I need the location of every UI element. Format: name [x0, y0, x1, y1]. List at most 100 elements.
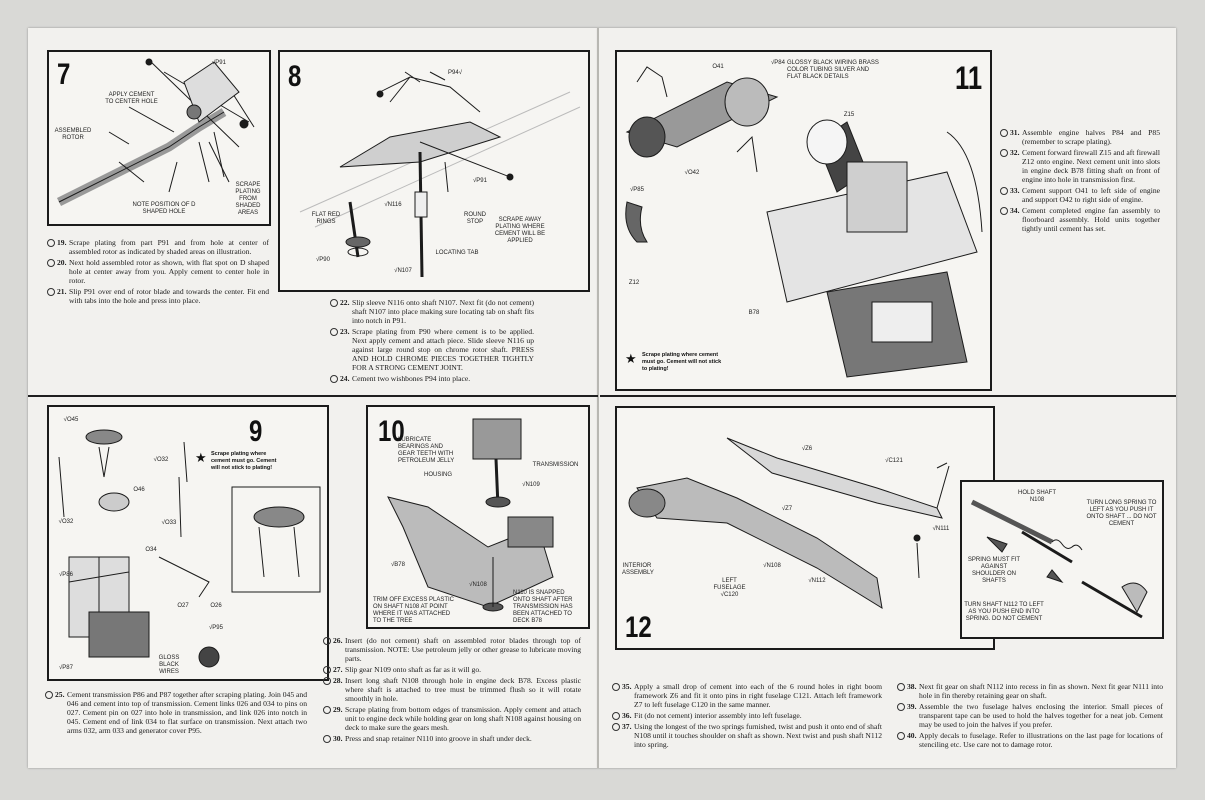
instruction-item: 28.Insert long shaft N108 through hole i… [323, 676, 581, 703]
checkbox-icon[interactable] [323, 735, 331, 743]
step-11-panel: 11 O41 √P84 GLOSSY BLACK WIRING BRASS CO… [615, 50, 992, 391]
label-o32-left: √O32 [58, 519, 74, 525]
label-z7: √Z7 [781, 506, 793, 512]
checkbox-icon[interactable] [323, 706, 331, 714]
step-number: 11 [955, 60, 983, 96]
checkbox-icon[interactable] [1000, 149, 1008, 157]
label-apply-cement: APPLY CEMENT TO CENTER HOLE [105, 92, 158, 105]
instructions-25: 25.Cement transmission P86 and P87 toget… [45, 690, 307, 737]
checkbox-icon[interactable] [330, 328, 338, 336]
instruction-item: 36.Fit (do not cement) interior assembly… [612, 711, 882, 720]
label-o27: O27 [177, 603, 189, 609]
label-n110: N110 IS SNAPPED ONTO SHAFT AFTER TRANSMI… [513, 590, 573, 624]
instruction-item: 24.Cement two wishbones P94 into place. [330, 374, 534, 383]
step-number: 9 [249, 415, 263, 448]
step-8-panel: 8 P94√ √P91 FLAT RED RINGS √N116 ROUND S… [278, 50, 590, 292]
checkbox-icon[interactable] [330, 375, 338, 383]
label-z15: Z15 [843, 112, 855, 118]
label-n109: √N109 [522, 482, 540, 488]
step-number: 12 [625, 611, 652, 644]
label-z6: √Z6 [801, 446, 813, 452]
instructions-38-40: 38.Next fit gear on shaft N112 into rece… [897, 682, 1163, 751]
instructions-19-21: 19.Scrape plating from part P91 and from… [47, 238, 269, 307]
label-p86: √P86 [59, 572, 73, 578]
label-lubricate: LUBRICATE BEARINGS AND GEAR TEETH WITH P… [398, 437, 455, 464]
checkbox-icon[interactable] [897, 703, 905, 711]
label-housing: HOUSING [423, 472, 452, 478]
checkbox-icon[interactable] [47, 288, 55, 296]
label-o33: √O33 [161, 520, 177, 526]
instruction-item: 31.Assemble engine halves P84 and P85 (r… [1000, 128, 1160, 146]
checkbox-icon[interactable] [1000, 129, 1008, 137]
instruction-item: 30.Press and snap retainer N110 into gro… [323, 734, 581, 743]
instruction-item: 35.Apply a small drop of cement into eac… [612, 682, 882, 709]
checkbox-icon[interactable] [897, 732, 905, 740]
label-assembled-rotor: ASSEMBLED ROTOR [54, 128, 92, 141]
checkbox-icon[interactable] [47, 239, 55, 247]
engine-deck-illustration [387, 418, 554, 612]
step-number: 8 [288, 60, 302, 93]
spring-shaft-illustration [970, 499, 1148, 619]
checkbox-icon[interactable] [323, 677, 331, 685]
label-o46: O46 [133, 487, 145, 493]
label-n112: √N112 [808, 578, 826, 584]
label-p91: √P91 [212, 60, 226, 66]
checkbox-icon[interactable] [323, 637, 331, 645]
instruction-item: 34.Cement completed engine fan assembly … [1000, 206, 1160, 233]
rotor-illustration [56, 58, 255, 207]
checkbox-icon[interactable] [612, 683, 620, 691]
instruction-item: 33.Cement support O41 to left side of en… [1000, 186, 1160, 204]
instruction-item: 26.Insert (do not cement) shaft on assem… [323, 636, 581, 663]
instructions-26-30: 26.Insert (do not cement) shaft on assem… [323, 636, 581, 745]
star-icon: ★ [195, 450, 207, 465]
instruction-item: 27.Slip gear N109 onto shaft as far as i… [323, 665, 581, 674]
fuselage-illustration [628, 437, 950, 610]
label-flat-red-rings: FLAT RED RINGS [311, 212, 341, 225]
rotor-shaft-illustration [299, 71, 581, 278]
label-round-stop: ROUND STOP [464, 212, 486, 225]
checkbox-icon[interactable] [330, 299, 338, 307]
checkbox-icon[interactable] [897, 683, 905, 691]
instruction-item: 25.Cement transmission P86 and P87 toget… [45, 690, 307, 735]
label-z12: Z12 [628, 280, 640, 286]
label-n107: √N107 [394, 268, 412, 274]
label-p91: √P91 [473, 178, 487, 184]
checkbox-icon[interactable] [47, 259, 55, 267]
instruction-item: 20.Next hold assembled rotor as shown, w… [47, 258, 269, 285]
label-o32-top: √O32 [153, 457, 169, 463]
instruction-item: 39.Assemble the two fuselage halves encl… [897, 702, 1163, 729]
checkbox-icon[interactable] [612, 712, 620, 720]
label-b78: B78 [748, 310, 760, 316]
instructions-31-34: 31.Assemble engine halves P84 and P85 (r… [1000, 128, 1160, 235]
step-number: 7 [57, 58, 71, 91]
scrape-note: Scrape plating where cement must go. Cem… [211, 451, 277, 471]
label-p90: √P90 [316, 257, 330, 263]
label-transmission: TRANSMISSION [532, 462, 579, 468]
checkbox-icon[interactable] [612, 723, 620, 731]
center-fold [597, 28, 599, 768]
label-p84: √P84 [771, 60, 785, 66]
instruction-item: 40.Apply decals to fuselage. Refer to il… [897, 731, 1163, 749]
label-c121: √C121 [885, 458, 903, 464]
left-divider [28, 395, 598, 397]
label-p85: √P85 [630, 187, 644, 193]
label-o45: √O45 [63, 417, 79, 423]
checkbox-icon[interactable] [45, 691, 53, 699]
label-o34: O34 [145, 547, 157, 553]
step-7-panel: 7 √P91 APPLY CEMENT TO CENTER HOLE ASSEM… [47, 50, 271, 226]
label-interior-assembly: INTERIOR ASSEMBLY [622, 563, 654, 576]
instruction-item: 21.Slip P91 over end of rotor blade and … [47, 287, 269, 305]
label-turn-shaft: TURN SHAFT N112 TO LEFT AS YOU PUSH END … [964, 602, 1044, 622]
label-b78: √B78 [391, 562, 405, 568]
label-p94: P94√ [448, 70, 462, 76]
checkbox-icon[interactable] [1000, 187, 1008, 195]
star-icon: ★ [625, 351, 637, 366]
label-p87: √P87 [59, 665, 73, 671]
checkbox-icon[interactable] [1000, 207, 1008, 215]
label-p95: √P95 [209, 625, 223, 631]
transmission-illustration [58, 429, 321, 668]
label-d-hole: NOTE POSITION OF D SHAPED HOLE [132, 202, 196, 215]
scrape-note: Scrape plating where cement must go. Cem… [642, 352, 722, 372]
checkbox-icon[interactable] [323, 666, 331, 674]
label-spring-must-fit: SPRING MUST FIT AGAINST SHOULDER ON SHAF… [967, 557, 1021, 584]
